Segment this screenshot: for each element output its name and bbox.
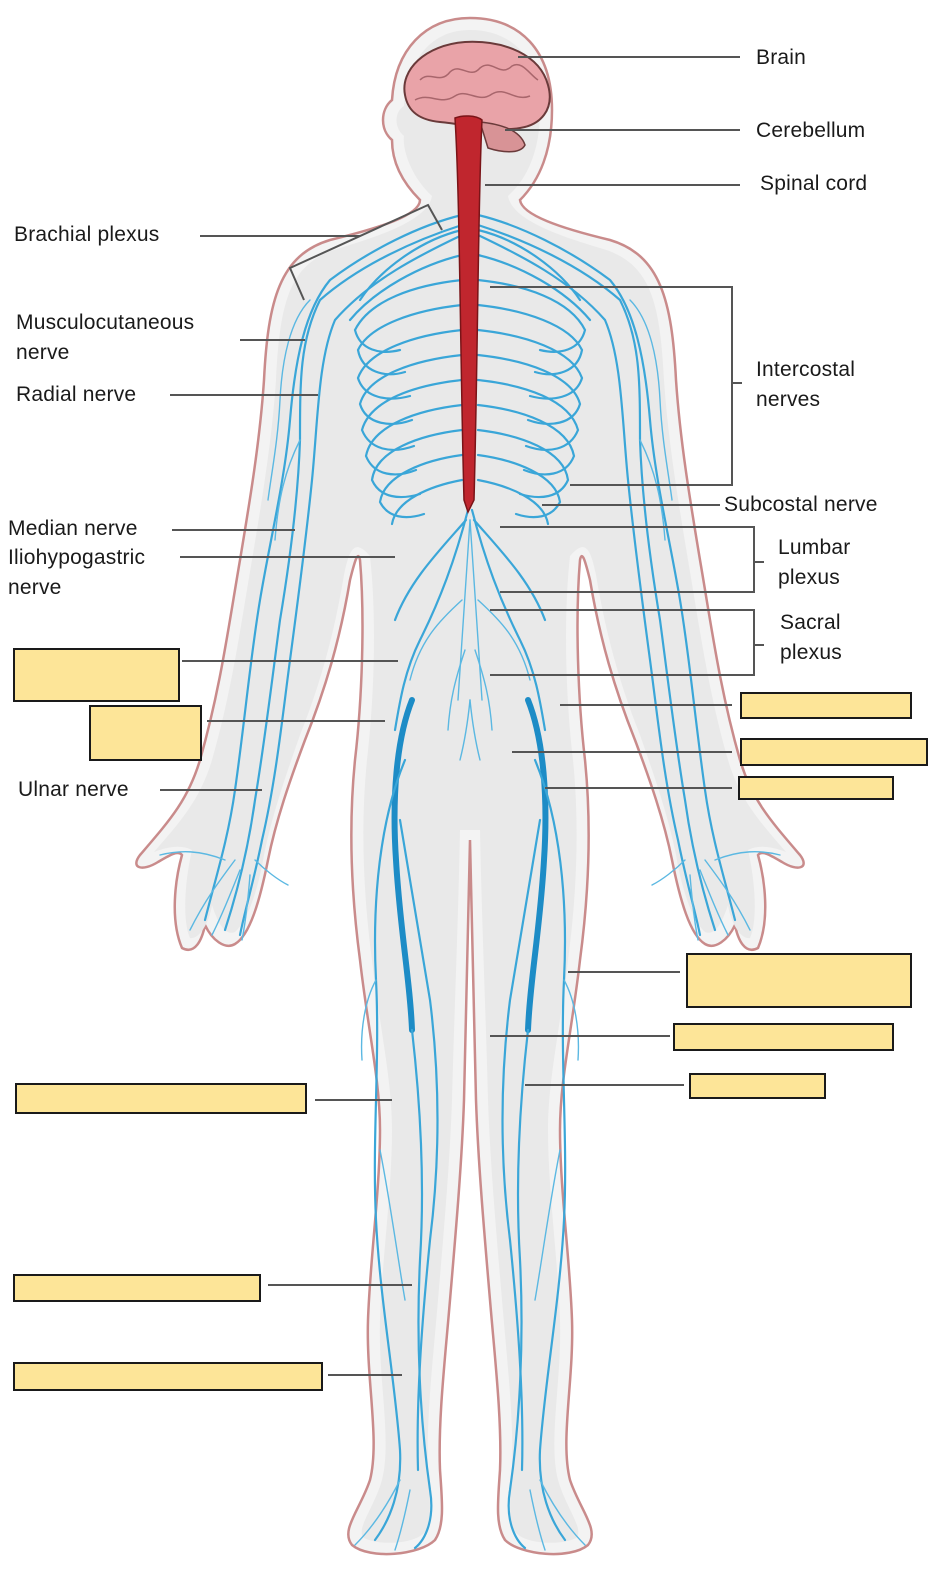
body-silhouette bbox=[135, 16, 805, 1556]
label-sacral-plexus: Sacral plexus bbox=[780, 611, 842, 664]
spinal-cord-illustration bbox=[454, 115, 483, 514]
blank-label-box-6[interactable] bbox=[686, 953, 912, 1008]
blank-label-box-8[interactable] bbox=[689, 1073, 826, 1099]
label-spinal-cord: Spinal cord bbox=[760, 172, 868, 195]
blank-label-box-7[interactable] bbox=[673, 1023, 894, 1051]
label-subcostal-nerve: Subcostal nerve bbox=[724, 493, 878, 516]
blank-label-box-3[interactable] bbox=[740, 692, 912, 719]
blank-label-box-1[interactable] bbox=[13, 648, 180, 702]
label-ulnar-nerve: Ulnar nerve bbox=[18, 778, 129, 801]
peripheral-nerves bbox=[159, 213, 781, 1551]
label-brain: Brain bbox=[756, 46, 807, 69]
leader-lines bbox=[160, 56, 764, 1376]
label-radial-nerve: Radial nerve bbox=[16, 383, 137, 406]
label-intercostal-nerves: Intercostal nerves bbox=[756, 358, 856, 411]
blank-label-box-10[interactable] bbox=[13, 1274, 261, 1302]
brain-illustration bbox=[403, 40, 551, 153]
label-brachial-plexus: Brachial plexus bbox=[14, 223, 160, 246]
blank-label-box-4[interactable] bbox=[740, 738, 928, 766]
blank-label-box-9[interactable] bbox=[15, 1083, 307, 1114]
label-median-nerve: Median nerve bbox=[8, 517, 138, 540]
label-cerebellum: Cerebellum bbox=[756, 119, 866, 142]
blank-label-box-2[interactable] bbox=[89, 705, 202, 761]
blank-label-box-11[interactable] bbox=[13, 1362, 323, 1391]
label-lumbar-plexus: Lumbar plexus bbox=[778, 536, 851, 589]
label-musculocutaneous-nerve: Musculocutaneous nerve bbox=[16, 311, 195, 364]
blank-label-box-5[interactable] bbox=[738, 776, 894, 800]
label-iliohypogastric-nerve: Iliohypogastric nerve bbox=[8, 546, 146, 599]
